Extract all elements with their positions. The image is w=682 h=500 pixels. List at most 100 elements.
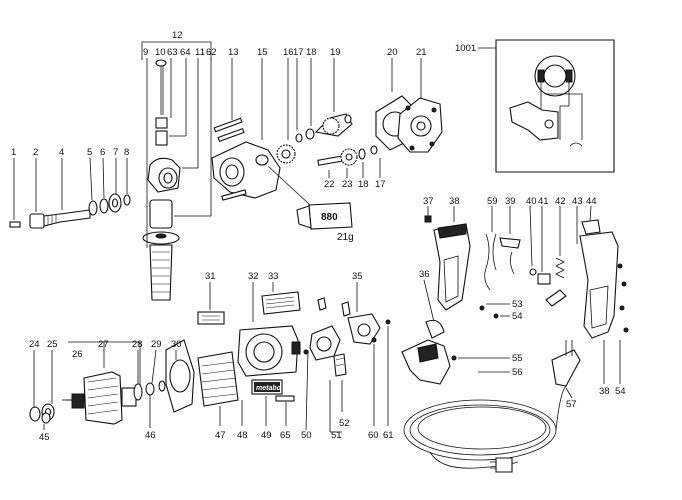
label-10: 10 bbox=[155, 47, 166, 58]
label-49: 49 bbox=[261, 430, 272, 441]
label-12: 12 bbox=[172, 30, 183, 41]
part-40-screw bbox=[529, 268, 537, 276]
label-32: 32 bbox=[248, 271, 259, 282]
label-56: 56 bbox=[512, 367, 523, 378]
part-number-labels: 1 2 4 5 6 7 8 12 9 10 63 64 11 62 13 15 … bbox=[11, 30, 626, 443]
inset-frame bbox=[495, 39, 615, 173]
part-28-bearing bbox=[133, 383, 143, 401]
label-39: 39 bbox=[505, 196, 516, 207]
label-28: 28 bbox=[132, 339, 143, 350]
label-18-bottom: 18 bbox=[358, 179, 369, 190]
label-62: 62 bbox=[206, 47, 217, 58]
label-45: 45 bbox=[39, 432, 50, 443]
grease-code: 880 bbox=[321, 212, 338, 223]
part-57-cable-sleeve bbox=[551, 349, 581, 387]
label-17-bottom: 17 bbox=[375, 179, 386, 190]
label-29: 29 bbox=[151, 339, 162, 350]
label-33: 33 bbox=[268, 271, 279, 282]
label-8: 8 bbox=[124, 147, 129, 158]
label-54-a: 54 bbox=[512, 311, 523, 322]
part-31-label bbox=[197, 311, 225, 325]
label-31: 31 bbox=[205, 271, 216, 282]
label-55: 55 bbox=[512, 353, 523, 364]
part-50-screw bbox=[303, 349, 309, 355]
part-63-sleeve bbox=[155, 117, 168, 129]
label-51: 51 bbox=[331, 430, 342, 441]
label-50: 50 bbox=[301, 430, 312, 441]
part-42-lever bbox=[545, 289, 567, 307]
label-23: 23 bbox=[342, 179, 353, 190]
label-25: 25 bbox=[47, 339, 58, 350]
gear-housing-assembly: 880 21g bbox=[211, 58, 443, 243]
label-9: 9 bbox=[143, 47, 148, 58]
label-43: 43 bbox=[572, 196, 583, 207]
part-38-handle-half-left bbox=[433, 223, 471, 311]
label-60: 60 bbox=[368, 430, 379, 441]
label-64: 64 bbox=[180, 47, 191, 58]
part-64-nut bbox=[155, 130, 168, 146]
label-20: 20 bbox=[387, 47, 398, 58]
part-55-screw bbox=[451, 355, 457, 361]
brand-text: metabo bbox=[256, 385, 282, 392]
part-61-screw bbox=[385, 319, 391, 325]
part-brush-a bbox=[317, 297, 327, 311]
part-54-screw-a bbox=[493, 313, 499, 319]
label-52: 52 bbox=[339, 418, 350, 429]
part-44-switch-button bbox=[581, 219, 601, 235]
label-48: 48 bbox=[237, 430, 248, 441]
part-41-brush-holder bbox=[537, 273, 551, 285]
part-53-screw bbox=[479, 305, 485, 311]
part-4-spindle bbox=[43, 209, 91, 227]
part-14-pin bbox=[221, 189, 247, 201]
label-38-bottom: 38 bbox=[599, 386, 610, 397]
inset-switch bbox=[509, 101, 559, 141]
label-37: 37 bbox=[423, 196, 434, 207]
label-41: 41 bbox=[538, 196, 549, 207]
label-44: 44 bbox=[586, 196, 597, 207]
part-10-bolt-head bbox=[155, 59, 167, 67]
part-45-ring bbox=[41, 412, 51, 424]
label-21: 21 bbox=[416, 47, 427, 58]
part-22-shaft bbox=[317, 155, 345, 166]
label-47: 47 bbox=[215, 430, 226, 441]
label-57: 57 bbox=[566, 399, 577, 410]
part-1-screw bbox=[9, 221, 21, 228]
label-63: 63 bbox=[167, 47, 178, 58]
label-15: 15 bbox=[257, 47, 268, 58]
label-61: 61 bbox=[383, 430, 394, 441]
part-17-washer-bottom bbox=[370, 145, 378, 155]
label-19: 19 bbox=[330, 47, 341, 58]
part-5-ring bbox=[88, 200, 98, 216]
label-7: 7 bbox=[113, 147, 118, 158]
label-1001: 1001 bbox=[455, 43, 476, 54]
label-36: 36 bbox=[419, 269, 430, 280]
label-35: 35 bbox=[352, 271, 363, 282]
rear-handle-assembly bbox=[401, 205, 629, 473]
part-24-bearing bbox=[29, 406, 41, 422]
part-29-washer bbox=[145, 382, 155, 396]
label-4: 4 bbox=[59, 147, 64, 158]
part-37-screw bbox=[424, 215, 432, 223]
part-6-washer bbox=[99, 198, 109, 214]
label-5: 5 bbox=[87, 147, 92, 158]
part-brush-b bbox=[341, 301, 351, 317]
label-30: 30 bbox=[171, 339, 182, 350]
grease-amount: 21g bbox=[337, 232, 354, 243]
label-59: 59 bbox=[487, 196, 498, 207]
label-53: 53 bbox=[512, 299, 523, 310]
label-24: 24 bbox=[29, 339, 40, 350]
wiring-diagram-inset bbox=[478, 39, 615, 173]
label-46: 46 bbox=[145, 430, 156, 441]
label-22: 22 bbox=[324, 179, 335, 190]
label-11: 11 bbox=[195, 47, 205, 58]
part-13-pin-a bbox=[213, 117, 243, 133]
label-2: 2 bbox=[33, 147, 38, 158]
label-17-top: 17 bbox=[293, 47, 304, 58]
label-54-b: 54 bbox=[615, 386, 626, 397]
label-1: 1 bbox=[11, 147, 16, 158]
label-26: 26 bbox=[72, 349, 83, 360]
part-2-chuck-nut bbox=[29, 213, 45, 229]
label-27: 27 bbox=[98, 339, 109, 350]
motor-assembly: metabo bbox=[29, 282, 391, 433]
part-9-side-handle bbox=[149, 244, 173, 301]
